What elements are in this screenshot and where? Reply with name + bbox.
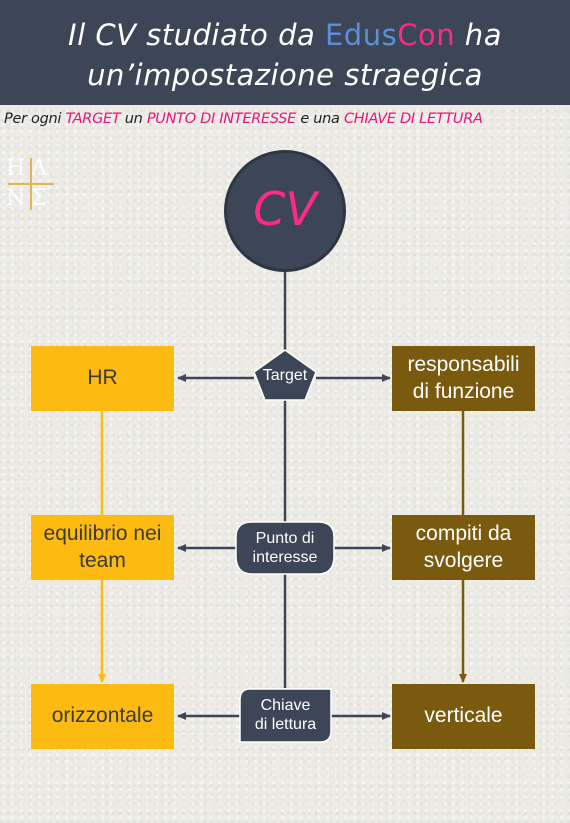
key-node-shape [239,688,332,743]
subtitle-keyword-target: TARGET [65,111,121,127]
subtitle: Per ogni TARGET un PUNTO DI INTERESSE e … [4,111,570,127]
cv-label: CV [253,182,317,236]
interest-node-label-line2: interesse [252,549,318,566]
vertical-box: verticale [392,684,535,749]
brand-name-part1: Edus [324,18,398,52]
tasks-box: compiti da svolgere [392,515,535,580]
logo-cross-horizontal [8,183,54,185]
title-suffix: ha [455,18,502,52]
tasks-line1: compiti da [415,522,512,546]
logo-letter: Λ [31,156,47,181]
interest-node-shape [235,521,335,575]
team-balance-box: equilibrio nei team [31,515,174,580]
horizontal-box: orizzontale [31,684,174,749]
logo-letter: Σ [31,186,47,211]
team-balance-line2: team [79,548,126,572]
key-node-label-line1: Chiave [260,696,311,714]
target-node-shape [253,349,317,401]
key-node-label: Chiave di lettura [240,691,331,739]
managers-line2: di funzione [412,379,515,403]
hr-box: HR [31,346,174,411]
subtitle-text-3: e una [296,111,344,127]
brand-name-part2: Con [397,18,456,52]
cv-center-node: CV [224,150,346,272]
title-banner: Il CV studiato da EdusCon ha un’impostaz… [0,0,570,105]
subtitle-text-1: Per ogni [4,111,66,127]
logo-letter: H [6,156,26,181]
interest-node-label: Punto di interesse [236,524,334,572]
logo-watermark: H Λ Ν Σ [6,156,56,216]
key-node-label-line2: di lettura [254,716,317,733]
managers-box: responsabili di funzione [392,346,535,411]
subtitle-keyword-interest: PUNTO DI INTERESSE [146,111,297,127]
title-line-2: un’impostazione straegica [87,58,483,92]
tasks-line2: svolgere [423,548,504,572]
target-node-label: Target [262,367,308,385]
subtitle-text-2: un [120,111,147,127]
title-prefix: Il CV studiato da [68,18,325,52]
title-line-1: Il CV studiato da EdusCon ha [0,18,570,52]
managers-line1: responsabili [407,353,520,377]
team-balance-line1: equilibrio nei [43,522,162,546]
subtitle-keyword-key: CHIAVE DI LETTURA [343,111,483,127]
logo-letter: Ν [6,186,26,211]
interest-node-label-line1: Punto di [255,529,315,547]
